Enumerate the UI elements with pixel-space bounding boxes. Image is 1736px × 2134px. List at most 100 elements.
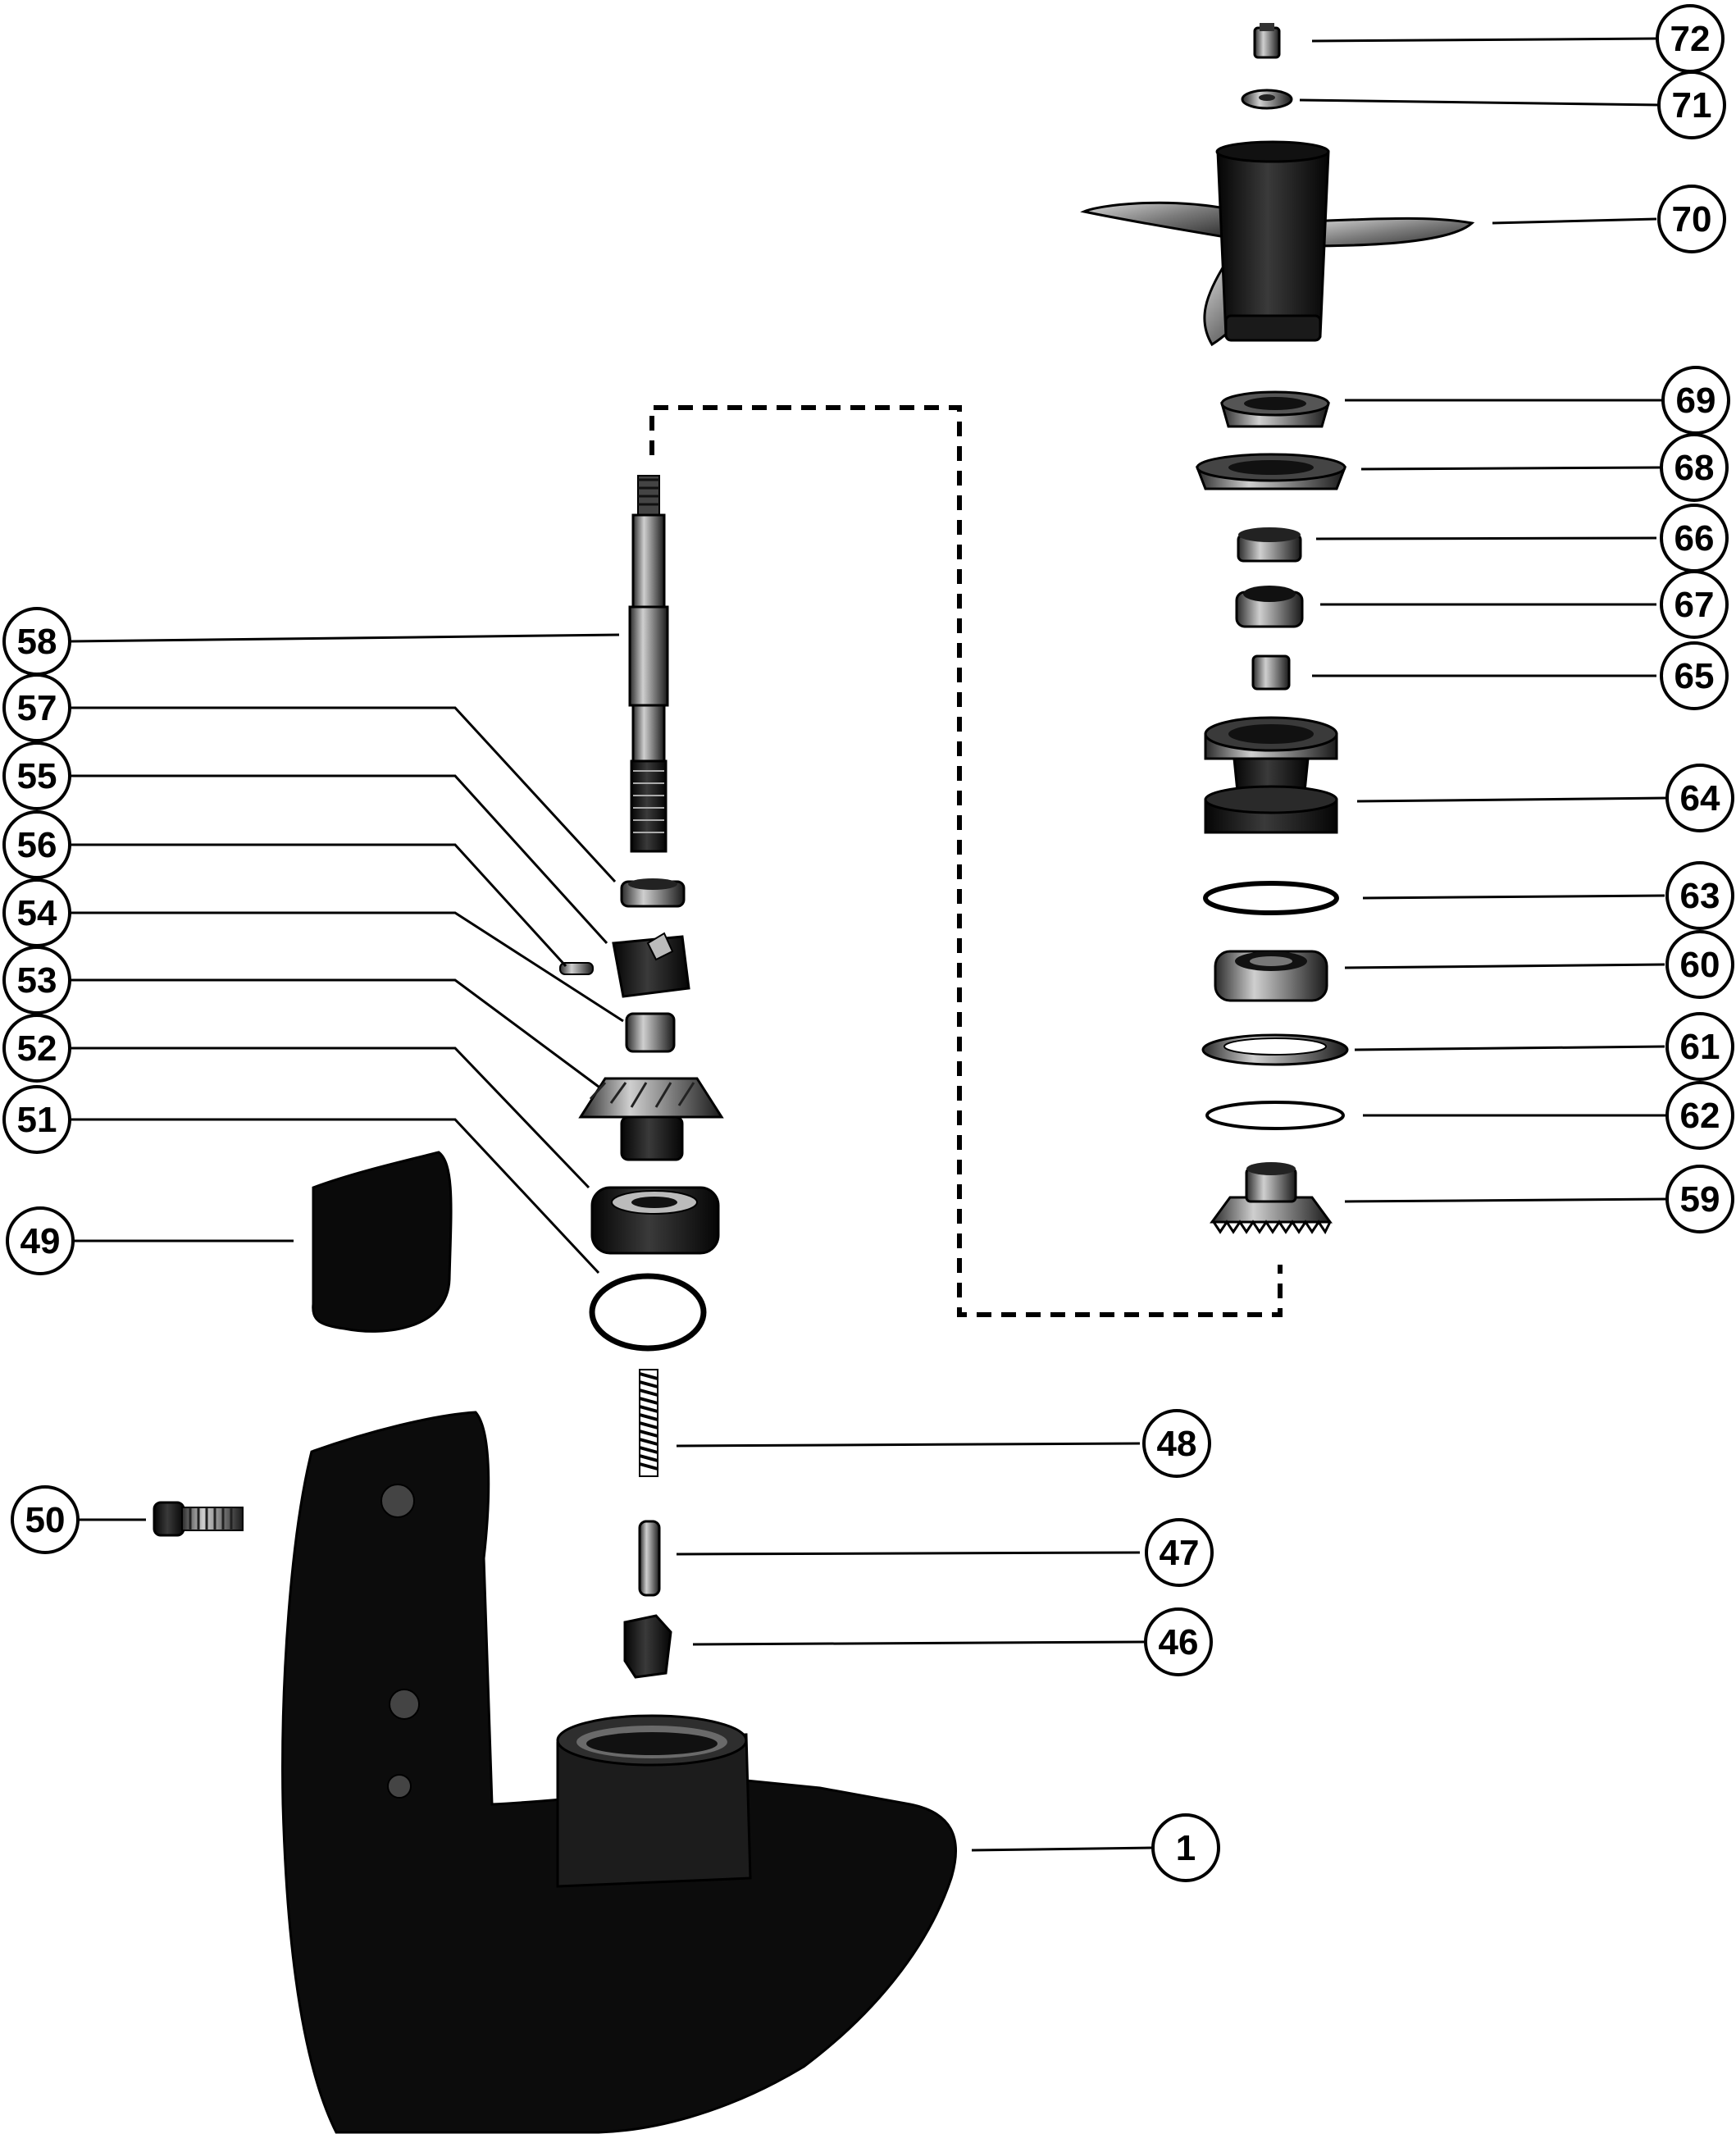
callout-label: 51 xyxy=(17,1100,57,1140)
callout-61: 61 xyxy=(1665,1012,1734,1081)
callout-label: 58 xyxy=(17,622,57,662)
part-71-washer xyxy=(1241,89,1293,110)
part-61-washer xyxy=(1201,1033,1349,1066)
callout-circle xyxy=(1142,1409,1211,1478)
part-55-clutch xyxy=(612,932,690,998)
callout-circle xyxy=(1665,1012,1734,1081)
callout-label: 70 xyxy=(1672,199,1712,239)
callout-label: 69 xyxy=(1676,381,1716,421)
callout-circle xyxy=(1660,570,1729,639)
part-64-bearing-carrier xyxy=(1204,716,1338,834)
callout-label: 52 xyxy=(17,1028,57,1069)
callout-54: 54 xyxy=(2,878,71,947)
part-68-thrust-ring xyxy=(1195,453,1347,490)
callout-circle xyxy=(2,946,71,1015)
part-46-guide xyxy=(623,1614,672,1679)
callout-circle xyxy=(2,673,71,742)
callout-57: 57 xyxy=(2,673,71,742)
callout-70: 70 xyxy=(1657,185,1726,253)
callout-1: 1 xyxy=(1151,1813,1220,1882)
callout-circle xyxy=(2,741,71,810)
callout-label: 57 xyxy=(17,688,57,728)
callout-65: 65 xyxy=(1660,641,1729,710)
callout-53: 53 xyxy=(2,946,71,1015)
callout-circle xyxy=(1665,1165,1734,1233)
callout-59: 59 xyxy=(1665,1165,1734,1233)
part-48-spring xyxy=(639,1369,658,1477)
callout-52: 52 xyxy=(2,1014,71,1083)
callout-circle xyxy=(1657,185,1726,253)
part-65-bushing xyxy=(1251,654,1291,691)
leader-lines xyxy=(70,37,1670,1852)
callout-label: 72 xyxy=(1670,19,1711,59)
callout-circle xyxy=(1660,433,1729,502)
callout-circle xyxy=(2,1085,71,1154)
callout-circle xyxy=(1144,1607,1213,1676)
part-47-pin xyxy=(638,1520,661,1597)
callout-63: 63 xyxy=(1665,861,1734,930)
callout-circle xyxy=(1665,1081,1734,1150)
callout-50: 50 xyxy=(11,1485,80,1554)
callout-label: 68 xyxy=(1674,448,1715,488)
callout-51: 51 xyxy=(2,1085,71,1154)
callout-label: 66 xyxy=(1674,518,1715,559)
callout-49: 49 xyxy=(6,1206,75,1275)
callout-64: 64 xyxy=(1665,764,1734,832)
callout-68: 68 xyxy=(1660,433,1729,502)
part-1-gear-housing xyxy=(281,1411,958,2134)
callout-layer: 7271706968666765646360616259585755565453… xyxy=(2,4,1734,1882)
part-70-propeller xyxy=(1080,140,1475,347)
callout-55: 55 xyxy=(2,741,71,810)
callout-label: 50 xyxy=(25,1500,66,1540)
callout-label: 47 xyxy=(1160,1533,1200,1573)
part-63-o-ring xyxy=(1203,881,1339,915)
assembly-path-dashed-line xyxy=(649,405,1283,1317)
part-54-bushing xyxy=(625,1012,676,1053)
callout-label: 54 xyxy=(17,893,57,933)
part-52-ball-bearing xyxy=(590,1186,720,1255)
callout-circle xyxy=(1661,366,1730,435)
callout-48: 48 xyxy=(1142,1409,1211,1478)
callout-label: 1 xyxy=(1176,1828,1196,1868)
callout-circle xyxy=(1660,641,1729,710)
callout-label: 56 xyxy=(17,825,57,865)
part-60-ball-bearing xyxy=(1214,950,1328,1002)
callout-label: 49 xyxy=(21,1221,61,1261)
callout-label: 67 xyxy=(1674,585,1715,625)
part-72-nut xyxy=(1253,23,1281,59)
callout-label: 63 xyxy=(1680,876,1720,916)
callout-67: 67 xyxy=(1660,570,1729,639)
callout-circle xyxy=(1665,861,1734,930)
callout-label: 59 xyxy=(1680,1179,1720,1220)
part-57-bearing xyxy=(620,878,686,908)
part-66-bearing xyxy=(1237,527,1302,563)
callout-58: 58 xyxy=(2,607,71,676)
callout-circle xyxy=(1665,930,1734,999)
callout-circle xyxy=(1657,71,1726,139)
callout-circle xyxy=(1665,764,1734,832)
part-62-shim xyxy=(1205,1101,1345,1130)
callout-47: 47 xyxy=(1145,1518,1214,1587)
callout-circle xyxy=(2,810,71,879)
callout-72: 72 xyxy=(1656,4,1725,73)
part-58-drive-shaft xyxy=(628,475,669,853)
callout-circle xyxy=(2,1014,71,1083)
callout-label: 55 xyxy=(17,756,57,796)
callout-label: 48 xyxy=(1157,1424,1197,1464)
callout-66: 66 xyxy=(1660,504,1729,572)
part-59-gear xyxy=(1210,1162,1333,1234)
callout-label: 61 xyxy=(1680,1027,1720,1067)
callout-circle xyxy=(11,1485,80,1554)
callout-label: 60 xyxy=(1680,945,1720,985)
callout-56: 56 xyxy=(2,810,71,879)
callout-label: 62 xyxy=(1680,1096,1720,1136)
callout-label: 53 xyxy=(17,960,57,1001)
callout-circle xyxy=(1145,1518,1214,1587)
callout-69: 69 xyxy=(1661,366,1730,435)
callout-label: 65 xyxy=(1674,656,1715,696)
callout-label: 46 xyxy=(1159,1622,1199,1662)
part-49-wear-pad xyxy=(312,1151,453,1333)
part-69-seal xyxy=(1220,390,1330,428)
